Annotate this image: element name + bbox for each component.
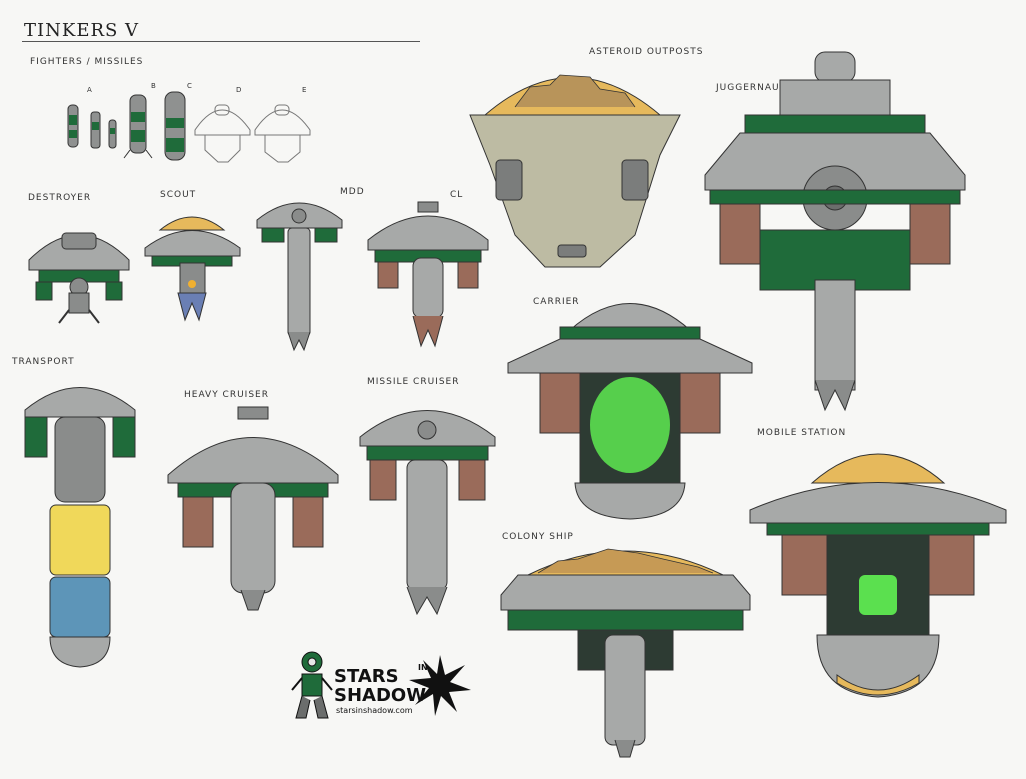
- fighter-c: [164, 91, 186, 161]
- asteroid-outpost: [469, 74, 681, 268]
- label-asteroid-outposts: ASTEROID OUTPOSTS: [589, 47, 704, 57]
- cl-ship: [367, 201, 489, 348]
- label-scout: SCOUT: [160, 190, 197, 200]
- scout-ship: [144, 216, 241, 322]
- label-mobile-station: MOBILE STATION: [757, 428, 847, 438]
- mdd-ship: [256, 202, 343, 352]
- fighter-a2: [90, 111, 101, 149]
- heavy-cruiser-ship: [167, 406, 339, 611]
- label-juggernaut: JUGGERNAUT: [716, 83, 787, 93]
- label-heavy-cruiser: HEAVY CRUISER: [184, 390, 269, 400]
- colony-ship: [500, 548, 751, 758]
- transport-ship: [24, 387, 136, 668]
- label-d: D: [236, 86, 243, 94]
- juggernaut-ship: [704, 51, 966, 412]
- fighter-d-sketch: [194, 104, 251, 163]
- tinker-mascot-icon: [291, 651, 333, 719]
- missile-cruiser-ship: [359, 410, 496, 616]
- logo-in: IN: [418, 663, 428, 672]
- stars-in-shadow-logo: STARS IN SHADOW starsinshadow.com: [290, 648, 490, 723]
- carrier-ship: [507, 303, 753, 520]
- destroyer-ship: [28, 232, 130, 324]
- label-destroyer: DESTROYER: [28, 193, 92, 203]
- logo-url: starsinshadow.com: [336, 706, 413, 715]
- label-missile-cruiser: MISSILE CRUISER: [367, 377, 460, 387]
- fighters-missiles-group: [67, 91, 311, 163]
- label-cl: CL: [450, 190, 464, 200]
- label-transport: TRANSPORT: [12, 357, 75, 367]
- label-b: B: [151, 82, 157, 90]
- fighter-b: [123, 94, 153, 159]
- label-fighters-missiles: FIGHTERS / MISSILES: [30, 57, 144, 67]
- logo-stars: STARS: [334, 666, 399, 687]
- label-a: A: [87, 86, 93, 94]
- fighter-a1: [67, 104, 79, 148]
- logo-shadow: SHADOW: [334, 685, 427, 706]
- label-mdd: MDD: [340, 187, 365, 197]
- label-c: C: [187, 82, 193, 90]
- fighter-e-sketch: [254, 104, 311, 163]
- splash-emblem-icon: [409, 655, 471, 716]
- mobile-station-ship: [749, 453, 1007, 698]
- fighter-a3: [108, 119, 117, 149]
- label-colony-ship: COLONY SHIP: [502, 532, 574, 542]
- sheet-title: TINKERS V: [24, 20, 140, 41]
- title-underline: [22, 41, 420, 42]
- label-e: E: [302, 86, 308, 94]
- label-carrier: CARRIER: [533, 297, 580, 307]
